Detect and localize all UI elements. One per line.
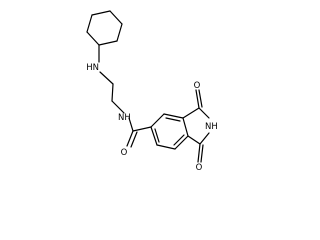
bond <box>86 31 100 46</box>
amide-group <box>126 126 152 148</box>
bond <box>195 89 200 109</box>
bond <box>173 134 185 146</box>
bond <box>111 100 125 114</box>
bond <box>163 113 184 119</box>
bond <box>198 107 210 119</box>
bond <box>187 135 201 145</box>
bond <box>99 71 114 85</box>
bond <box>86 14 93 33</box>
structure-diagram: HN NH O O NH O <box>86 10 218 173</box>
bond <box>198 89 203 108</box>
bond <box>165 117 181 122</box>
bond <box>132 126 152 132</box>
amide-nh-label: NH <box>118 113 131 123</box>
benzene-ring <box>150 113 189 150</box>
bond <box>150 126 158 146</box>
cyclohexyl-ring <box>86 10 123 46</box>
bond <box>91 10 111 16</box>
imide-oxygen-top-label: O <box>194 81 201 91</box>
bond <box>199 132 210 145</box>
bond <box>109 10 123 25</box>
bond <box>130 131 138 148</box>
imide-nh-label: NH <box>205 122 218 132</box>
bond <box>182 117 189 137</box>
bond <box>111 83 114 102</box>
amide-oxygen-label: O <box>121 148 128 158</box>
bond <box>156 144 176 150</box>
bond <box>116 23 123 42</box>
bond <box>174 135 189 150</box>
bond <box>128 117 134 132</box>
imide-oxygen-bottom-label: O <box>196 163 203 173</box>
bond <box>98 40 118 46</box>
amine-nh-label: HN <box>86 63 99 73</box>
bond <box>182 107 200 119</box>
bond <box>150 113 165 128</box>
imide-ring <box>182 89 210 163</box>
ethylenediamine-chain <box>98 44 134 132</box>
bond <box>197 143 201 163</box>
bond <box>200 144 204 163</box>
bond <box>126 130 134 147</box>
bond <box>154 128 160 143</box>
